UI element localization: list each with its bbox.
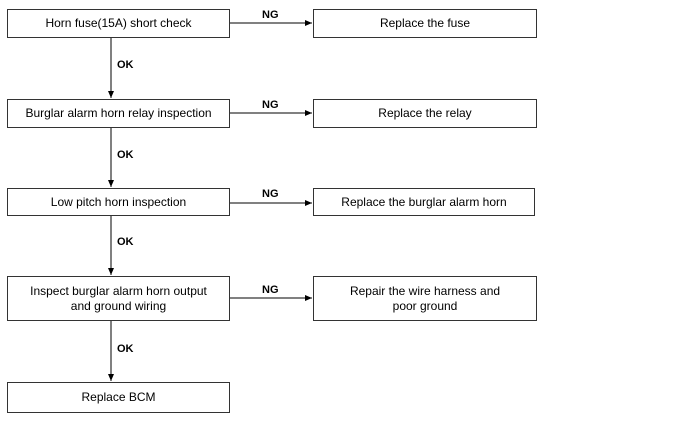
ok-label-3: OK (117, 236, 134, 248)
ok-label-4: OK (117, 343, 134, 355)
ok-label-2: OK (117, 149, 134, 161)
action-box-2: Replace the relay (313, 99, 537, 128)
check-box-2: Burglar alarm horn relay inspection (7, 99, 230, 128)
ok-label-1: OK (117, 59, 134, 71)
check-box-1: Horn fuse(15A) short check (7, 9, 230, 38)
check-box-4: Inspect burglar alarm horn output and gr… (7, 276, 230, 321)
ng-label-4: NG (262, 284, 279, 296)
action-box-4: Repair the wire harness and poor ground (313, 276, 537, 321)
check-box-3: Low pitch horn inspection (7, 188, 230, 216)
action-box-3: Replace the burglar alarm horn (313, 188, 535, 216)
final-step-box: Replace BCM (7, 382, 230, 413)
action-box-1: Replace the fuse (313, 9, 537, 38)
ng-label-1: NG (262, 9, 279, 21)
ng-label-2: NG (262, 99, 279, 111)
ng-label-3: NG (262, 188, 279, 200)
